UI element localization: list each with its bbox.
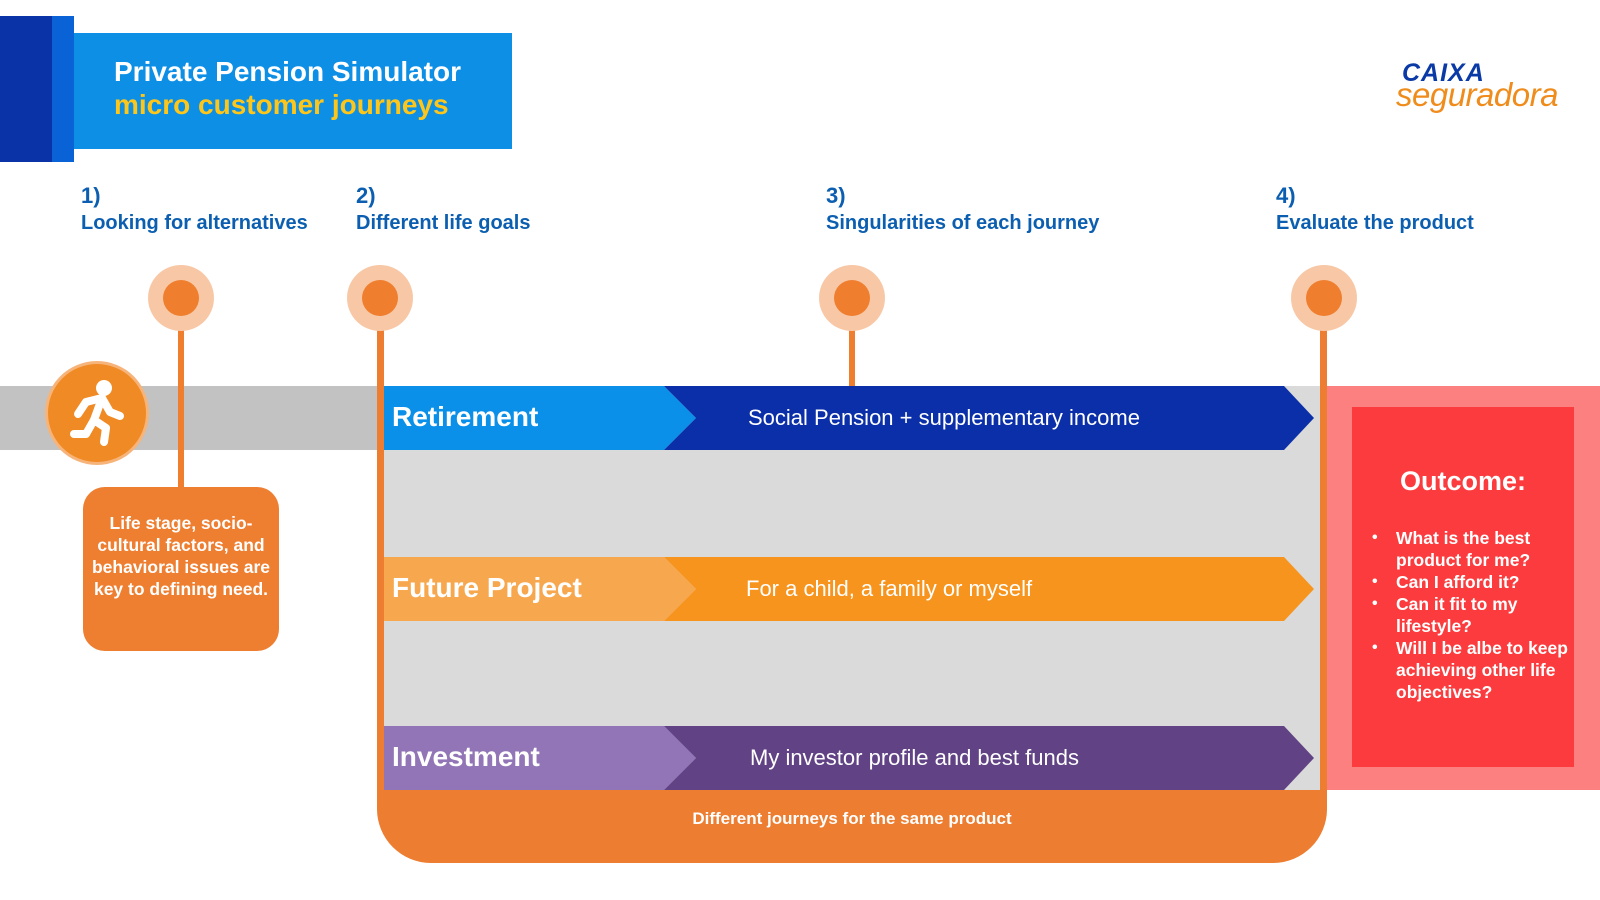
banner-notch [52, 16, 74, 162]
journey-retirement-label: Retirement [392, 401, 539, 432]
step-2-number: 2) [356, 183, 376, 208]
journey-investment-description: My investor profile and best funds [750, 745, 1079, 770]
needs-callout-text: Life stage, socio-cultural factors, and … [91, 513, 271, 599]
outcome-item: What is the best product for me? [1362, 527, 1572, 571]
step-1-marker [163, 280, 199, 316]
journeys-frame-bottom [377, 790, 1327, 863]
step-1-label: Looking for alternatives [81, 212, 308, 234]
journey-investment-arrow [384, 726, 1314, 790]
outcome-item: Can it fit to my lifestyle? [1362, 593, 1572, 637]
step-3-marker [834, 280, 870, 316]
title-banner [72, 33, 512, 149]
journey-future-project-description: For a child, a family or myself [746, 576, 1033, 601]
needs-callout [83, 487, 279, 651]
journeys-frame-right [1320, 316, 1327, 796]
journey-investment-label: Investment [392, 741, 540, 772]
journey-retirement-arrow [384, 386, 1314, 450]
step-2-label: Different life goals [356, 212, 531, 234]
step-4-marker [1306, 280, 1342, 316]
journeys-frame-left [377, 316, 384, 796]
outcome-item: Will I be albe to keep achieving other l… [1362, 637, 1572, 703]
step-2-marker [362, 280, 398, 316]
running-person-icon [48, 364, 146, 462]
step-3-label: Singularities of each journey [826, 212, 1100, 234]
logo-caixa-text: CAIXA [1402, 59, 1485, 87]
step-4-label: Evaluate the product [1276, 212, 1474, 234]
journey-retirement-description: Social Pension + supplementary income [748, 405, 1140, 430]
page-title: Private Pension Simulator [114, 56, 461, 87]
outcome-title: Outcome: [1399, 466, 1526, 496]
step-4-number: 4) [1276, 183, 1296, 208]
step-1-number: 1) [81, 183, 101, 208]
outcome-item: Can I afford it? [1362, 571, 1572, 593]
step-1-connector [178, 300, 184, 488]
journeys-caption: Different journeys for the same product [692, 809, 1012, 828]
step-3-number: 3) [826, 183, 846, 208]
journey-future-project-label: Future Project [392, 572, 582, 603]
step-3-connector [849, 300, 855, 386]
logo-seguradora-text: seguradora [1396, 76, 1558, 113]
journey-future-project-arrow [384, 557, 1314, 621]
page-subtitle: micro customer journeys [114, 89, 449, 120]
outcome-list: What is the best product for me? Can I a… [1362, 527, 1572, 703]
